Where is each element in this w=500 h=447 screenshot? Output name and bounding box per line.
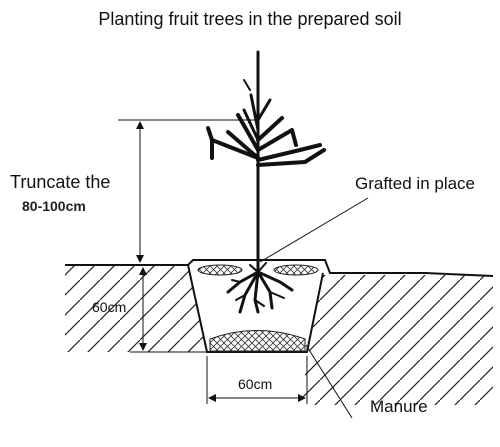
depth-label: 60cm [92,299,127,315]
depth-dimension [130,267,207,353]
grafted-label: Grafted in place [355,174,476,193]
truncate-range-label: 80-100cm [22,198,86,214]
right-mound [273,264,319,276]
diagram-title: Planting fruit trees in the prepared soi… [98,9,402,29]
right-soil [300,275,493,405]
fruit-tree [206,50,326,314]
manure-leader [305,344,353,419]
width-dimension [206,356,308,404]
height-dimension [118,119,258,263]
manure-label: Manure [370,397,428,416]
grafted-leader [259,197,369,263]
planting-pit [187,264,324,353]
left-mound [197,264,243,276]
manure-layer [209,330,306,352]
left-soil [65,265,208,352]
width-label: 60cm [238,376,273,392]
truncate-label: Truncate the [10,172,111,192]
